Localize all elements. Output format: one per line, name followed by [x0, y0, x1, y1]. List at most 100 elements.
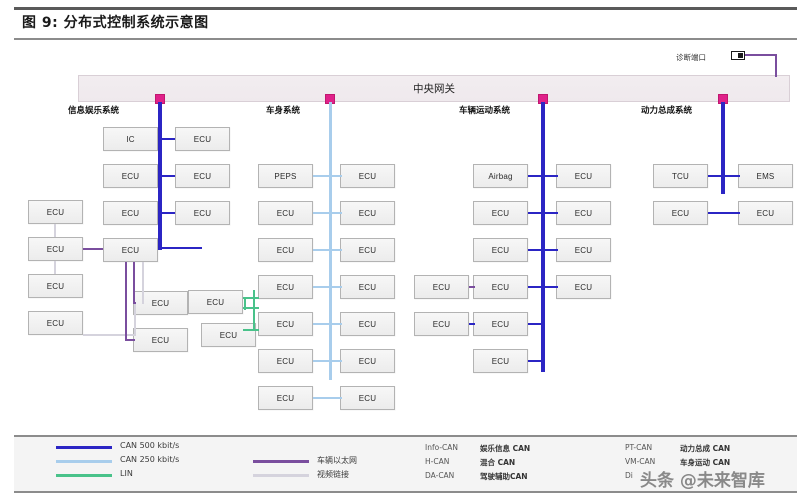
node-motion-right-3[interactable]: ECU: [556, 275, 611, 299]
bus-line-h: [313, 397, 331, 399]
legend-swatch-0: [56, 446, 112, 450]
bus-line-h: [243, 328, 259, 332]
node-infotainment-right-0[interactable]: ECU: [175, 127, 230, 151]
bus-line-h: [543, 174, 558, 178]
bus-line-h: [708, 211, 725, 215]
node-body-lin-1[interactable]: ECU: [201, 323, 256, 347]
legend-abbr-1: H-CAN: [425, 457, 450, 466]
bus-line-h: [330, 212, 342, 214]
bus-line-h: [160, 246, 202, 250]
legend-abbr-2: DA-CAN: [425, 471, 455, 480]
legend-abbr-meaning-0: 娱乐信息 CAN: [480, 444, 531, 453]
node-motion-right-2[interactable]: ECU: [556, 238, 611, 262]
node-motion-farleft-1[interactable]: ECU: [414, 312, 469, 336]
bus-line-v: [142, 262, 144, 304]
node-body-lin-0[interactable]: ECU: [188, 290, 243, 314]
legend-label-2: LIN: [120, 469, 133, 478]
node-motion-left-4[interactable]: ECU: [473, 312, 528, 336]
node-motion-right-1[interactable]: ECU: [556, 201, 611, 225]
bus-line-h: [83, 334, 135, 336]
bus-line-h: [313, 360, 331, 362]
bus-line-h: [243, 296, 259, 300]
node-body-right-2[interactable]: ECU: [340, 238, 395, 262]
node-infotainment-left-3[interactable]: ECU: [103, 238, 158, 262]
bus-line-h: [708, 174, 725, 178]
node-infotainment-left-2[interactable]: ECU: [103, 201, 158, 225]
bus-line-v: [328, 102, 332, 380]
bus-line-v: [134, 304, 136, 336]
bus-line-h: [313, 249, 331, 251]
node-body-left-2[interactable]: ECU: [258, 238, 313, 262]
node-body-right-6[interactable]: ECU: [340, 386, 395, 410]
node-infotainment-farleft-0[interactable]: ECU: [28, 200, 83, 224]
legend-abbr-4: VM-CAN: [625, 457, 656, 466]
node-motion-right-0[interactable]: ECU: [556, 164, 611, 188]
legend-abbr-0: Info-CAN: [425, 443, 459, 452]
node-motion-left-3[interactable]: ECU: [473, 275, 528, 299]
bus-line-v: [541, 102, 545, 372]
node-powertrain-left-1[interactable]: ECU: [653, 201, 708, 225]
node-body-right-4[interactable]: ECU: [340, 312, 395, 336]
diagnostic-port-label: 诊断端口: [676, 53, 706, 62]
diag-link-h: [745, 54, 777, 57]
bus-line-h: [330, 286, 342, 288]
bus-line-h: [528, 359, 545, 363]
bus-line-v: [721, 102, 725, 194]
node-body-left-4[interactable]: ECU: [258, 312, 313, 336]
bus-line-h: [543, 248, 558, 252]
bus-line-h: [543, 285, 558, 289]
diagnostic-port-icon[interactable]: [731, 51, 745, 60]
legend-label-1: CAN 250 kbit/s: [120, 455, 180, 464]
page-title: 图 9: 分布式控制系统示意图: [22, 15, 209, 31]
bus-line-h: [83, 247, 103, 251]
legend-abbr-meaning-2: 驾驶辅助CAN: [480, 472, 528, 481]
node-body-left-3[interactable]: ECU: [258, 275, 313, 299]
node-body-left-0[interactable]: PEPS: [258, 164, 313, 188]
node-body-left-1[interactable]: ECU: [258, 201, 313, 225]
node-motion-farleft-0[interactable]: ECU: [414, 275, 469, 299]
node-infotainment-left-1[interactable]: ECU: [103, 164, 158, 188]
node-motion-left-5[interactable]: ECU: [473, 349, 528, 373]
section-title-body: 车身系统: [266, 106, 301, 116]
diag-link-v: [775, 54, 778, 77]
node-motion-left-2[interactable]: ECU: [473, 238, 528, 262]
legend-top-rule: [14, 435, 797, 437]
node-body-left-6[interactable]: ECU: [258, 386, 313, 410]
legend-label-3: 车辆以太网: [317, 456, 357, 465]
bus-line-h: [723, 211, 740, 215]
node-infotainment-farleft-1[interactable]: ECU: [28, 237, 83, 261]
node-powertrain-right-1[interactable]: ECU: [738, 201, 793, 225]
bus-line-h: [134, 301, 136, 305]
bus-line-h: [469, 322, 475, 326]
node-infotainment-farleft-2[interactable]: ECU: [28, 274, 83, 298]
bus-line-h: [313, 286, 331, 288]
legend-swatch-2: [56, 474, 112, 477]
bus-line-h: [528, 211, 545, 215]
node-infotainment-farleft-3[interactable]: ECU: [28, 311, 83, 335]
central-gateway[interactable]: 中央网关: [78, 75, 790, 102]
node-infotainment-lower-1[interactable]: ECU: [133, 328, 188, 352]
bus-line-h: [243, 306, 259, 310]
node-powertrain-right-0[interactable]: EMS: [738, 164, 793, 188]
legend-abbr-5: Di: [625, 471, 633, 480]
bus-line-v: [54, 261, 56, 274]
node-infotainment-right-1[interactable]: ECU: [175, 164, 230, 188]
legend-label-0: CAN 500 kbit/s: [120, 441, 180, 450]
node-body-right-1[interactable]: ECU: [340, 201, 395, 225]
node-motion-left-1[interactable]: ECU: [473, 201, 528, 225]
legend-abbr-meaning-3: 动力总成 CAN: [680, 444, 731, 453]
bus-line-h: [528, 285, 545, 289]
node-body-left-5[interactable]: ECU: [258, 349, 313, 373]
legend-swatch-4: [253, 474, 309, 478]
node-powertrain-left-0[interactable]: TCU: [653, 164, 708, 188]
node-infotainment-right-2[interactable]: ECU: [175, 201, 230, 225]
node-body-right-3[interactable]: ECU: [340, 275, 395, 299]
node-body-right-5[interactable]: ECU: [340, 349, 395, 373]
node-infotainment-left-0[interactable]: IC: [103, 127, 158, 151]
central-gateway-label: 中央网关: [413, 83, 455, 95]
node-motion-left-0[interactable]: Airbag: [473, 164, 528, 188]
node-body-right-0[interactable]: ECU: [340, 164, 395, 188]
